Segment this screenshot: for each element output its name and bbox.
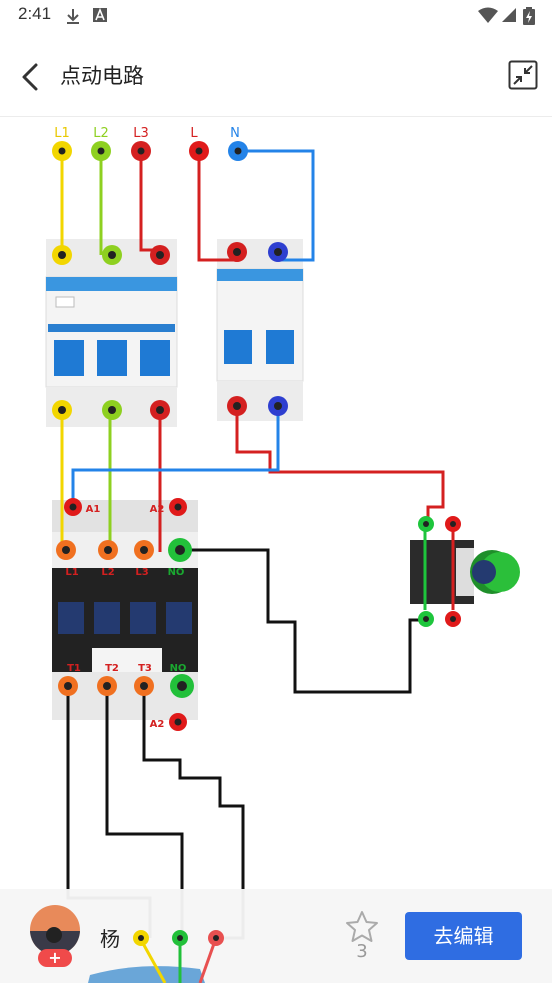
label-t3: T3 — [138, 663, 152, 674]
star-icon — [346, 911, 378, 942]
edit-button[interactable]: 去编辑 — [405, 912, 522, 960]
status-bar: 2:41 — [0, 0, 552, 30]
label-l1: L1 — [54, 126, 70, 141]
label-l2-contact: L2 — [101, 567, 114, 578]
chevron-left-icon — [22, 63, 38, 91]
three-pole-breaker[interactable] — [45, 239, 178, 427]
source-terminals[interactable] — [52, 141, 248, 161]
label-t2: T2 — [105, 663, 119, 674]
exit-fullscreen-button[interactable] — [508, 60, 538, 90]
back-button[interactable] — [14, 60, 48, 94]
label-a2-bottom: A2 — [150, 719, 165, 730]
signal-icon — [502, 8, 516, 22]
label-t1: T1 — [67, 663, 81, 674]
circuit-diagram: L1 L2 L3 L N A1 A2 L1 L2 L3 NO T1 T2 T3 … — [45, 126, 520, 940]
two-pole-breaker[interactable] — [216, 239, 304, 421]
label-l2: L2 — [93, 126, 109, 141]
label-l: L — [190, 126, 198, 141]
star-count: 3 — [356, 941, 368, 962]
username: 杨 — [100, 927, 120, 951]
label-l3-contact: L3 — [135, 567, 148, 578]
status-time: 2:41 — [18, 4, 52, 23]
page-title: 点动电路 — [60, 64, 144, 88]
contactor-terminals[interactable] — [56, 498, 194, 731]
motor-terminals[interactable] — [0, 889, 260, 983]
button-terminals[interactable] — [418, 516, 461, 627]
wifi-icon — [478, 7, 498, 23]
label-l3: L3 — [133, 126, 149, 141]
keyboard-a-icon — [93, 7, 107, 22]
label-no-bottom: NO — [170, 663, 187, 674]
follow-button[interactable]: + — [38, 949, 72, 967]
app-bar: 点动电路 — [0, 38, 552, 117]
breaker-terminals[interactable] — [52, 242, 288, 420]
label-a2-top: A2 — [150, 504, 165, 515]
collapse-icon — [508, 60, 538, 90]
star-button[interactable] — [344, 909, 380, 945]
bottom-bar: + 杨 3 去编辑 — [0, 889, 552, 983]
label-a1: A1 — [86, 504, 101, 515]
label-n: N — [230, 126, 240, 141]
push-button[interactable] — [410, 540, 520, 604]
label-no-top: NO — [168, 567, 185, 578]
download-icon — [67, 9, 79, 24]
label-l1-contact: L1 — [65, 567, 78, 578]
battery-icon — [523, 7, 535, 25]
